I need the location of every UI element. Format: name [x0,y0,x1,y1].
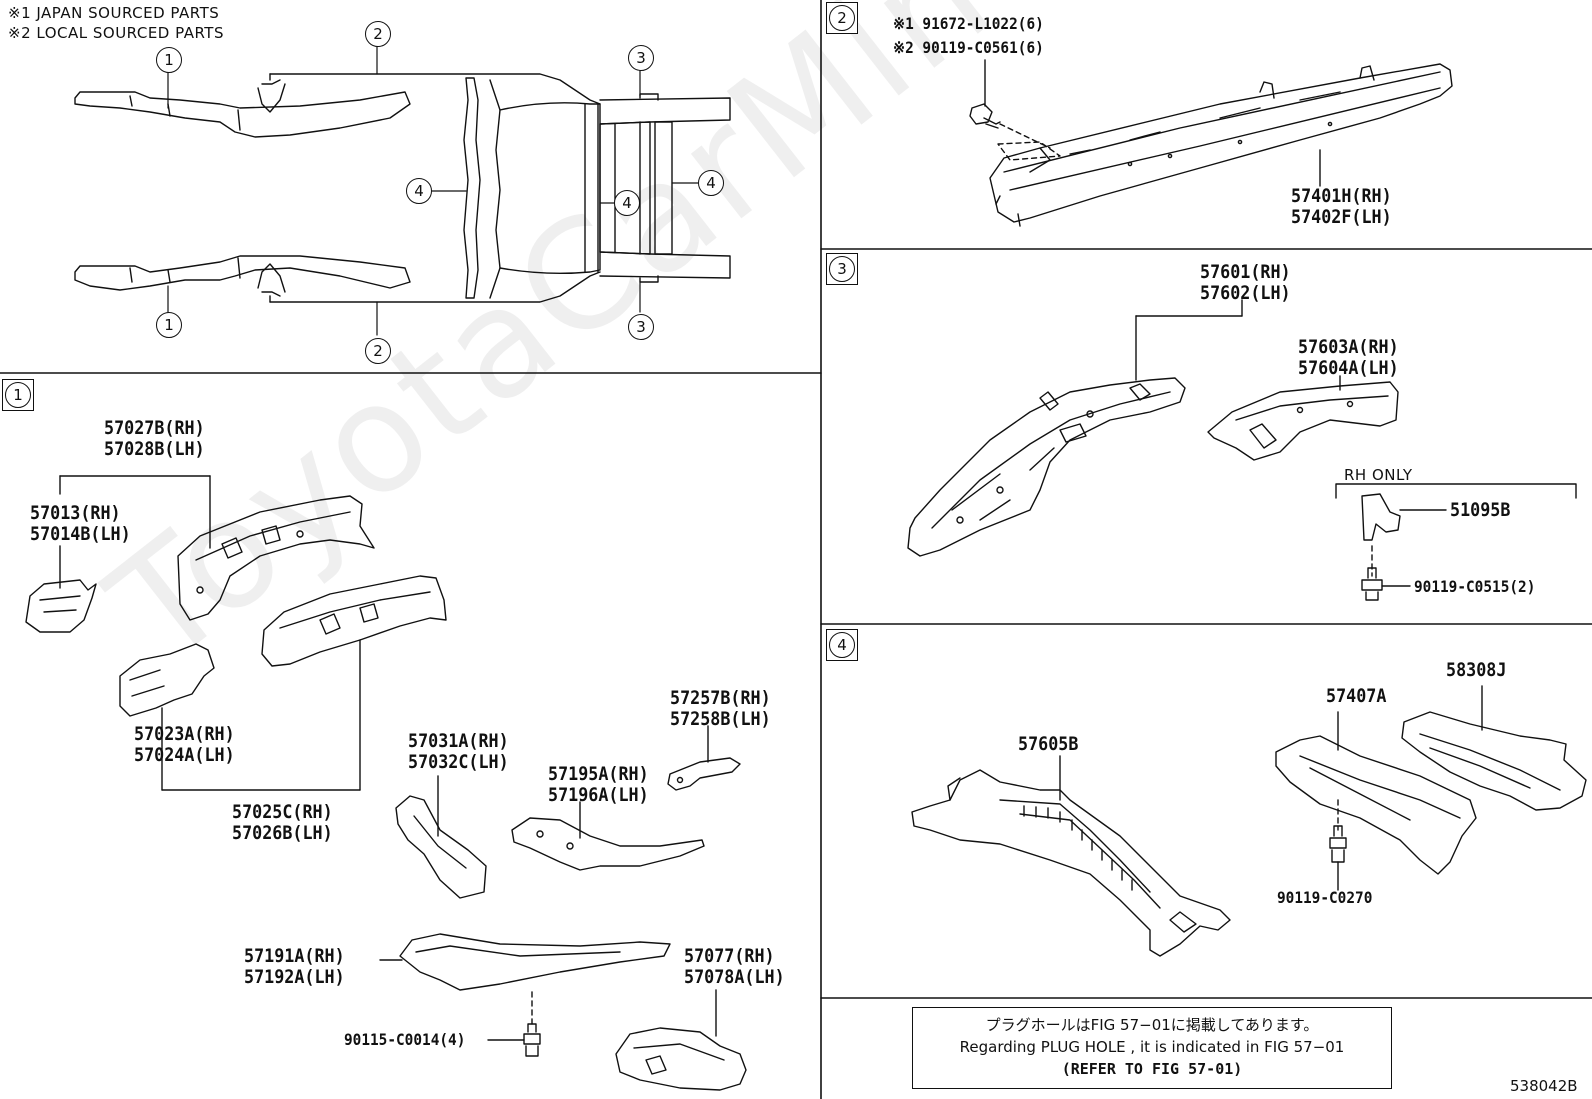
bolt-label-90115-c0014: 90115-C0014(4) [344,1030,466,1049]
callout-4-rear: 4 [698,170,724,196]
section-2-marker: 2 [826,2,858,34]
callout-3-upper: 3 [628,45,654,71]
callout-4-center: 4 [406,178,432,204]
part-label-57257b: 57257B(RH) [670,687,771,709]
part-label-57077: 57077(RH) [684,945,775,967]
reference-refer-link[interactable]: (REFER TO FIG 57-01) [1061,1060,1243,1078]
part-label-rocker-rh: 57401H(RH) [1291,185,1392,207]
part-label-57078a: 57078A(LH) [684,966,785,988]
plug-hole-reference-box: プラグホールはFIG 57−01に掲載してあります。 Regarding PLU… [912,1007,1392,1089]
reference-japanese: プラグホールはFIG 57−01に掲載してあります。 [985,1016,1319,1034]
part-label-bracket-51095b: 51095B [1450,499,1511,521]
part-label-57013: 57013(RH) [30,502,121,524]
reference-english: Regarding PLUG HOLE , it is indicated in… [959,1038,1345,1056]
part-label-rail-bracket-rh: 57603A(RH) [1298,336,1399,358]
rear-rail-drawing [907,299,1577,601]
part-label-57195a: 57195A(RH) [548,763,649,785]
section-3-marker: 3 [826,253,858,285]
part-label-rear-rail-lh: 57602(LH) [1200,282,1291,304]
rh-only-label: RH ONLY [1344,466,1413,484]
part-label-57014b: 57014B(LH) [30,523,131,545]
bolt-label-90119-c0515: 90119-C0515(2) [1414,577,1536,596]
part-label-57028b: 57028B(LH) [104,438,205,460]
callout-2-lower: 2 [365,338,391,364]
callout-3-lower: 3 [628,314,654,340]
callout-1-upper: 1 [156,47,182,73]
callout-1-lower: 1 [156,312,182,338]
bolt-label-90119-c0270: 90119-C0270 [1277,888,1373,907]
part-label-57032c: 57032C(LH) [408,751,509,773]
bolt-label-local: ※2 90119-C0561(6) [893,38,1044,57]
part-label-57031a: 57031A(RH) [408,730,509,752]
part-label-57192a: 57192A(LH) [244,966,345,988]
figure-code: 538042B [1510,1077,1578,1095]
section-4-marker: 4 [826,629,858,661]
front-member-drawing [25,475,747,1091]
overview-leaders [167,46,699,336]
part-label-57407a: 57407A [1326,685,1387,707]
part-label-57025c: 57025C(RH) [232,801,333,823]
bolt-label-japan: ※1 91672-L1022(6) [893,14,1044,33]
rocker-panel-drawing [969,59,1453,227]
part-label-57027b: 57027B(RH) [104,417,205,439]
part-label-57196a: 57196A(LH) [548,784,649,806]
note-local-sourced: ※2 LOCAL SOURCED PARTS [8,24,224,42]
part-label-rear-rail-rh: 57601(RH) [1200,261,1291,283]
part-label-57258b: 57258B(LH) [670,708,771,730]
underbody-overview-drawing [74,73,731,303]
part-label-57605b: 57605B [1018,733,1079,755]
note-japan-sourced: ※1 JAPAN SOURCED PARTS [8,4,220,22]
floor-crossmember-drawing [911,685,1587,957]
part-label-57026b: 57026B(LH) [232,822,333,844]
part-label-rocker-lh: 57402F(LH) [1291,206,1392,228]
part-label-57023a: 57023A(RH) [134,723,235,745]
part-label-57191a: 57191A(RH) [244,945,345,967]
callout-2-upper: 2 [365,21,391,47]
part-label-rail-bracket-lh: 57604A(LH) [1298,357,1399,379]
callout-4-middle: 4 [614,190,640,216]
part-label-57024a: 57024A(LH) [134,744,235,766]
part-label-58308j: 58308J [1446,659,1507,681]
section-1-marker: 1 [2,379,34,411]
